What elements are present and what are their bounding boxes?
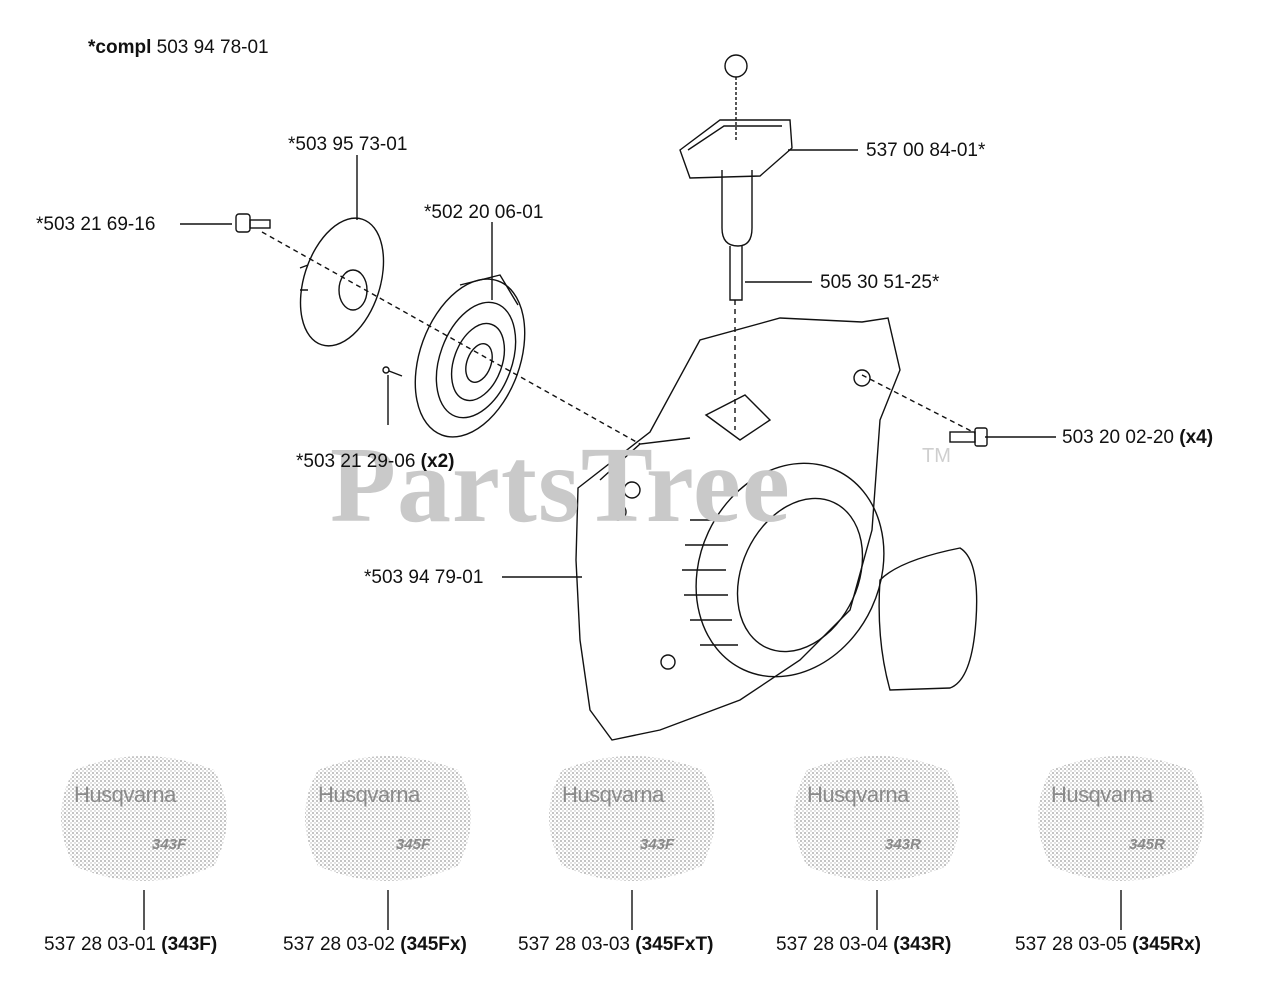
decal-label-1[interactable]: 537 28 03-01 (343F) [44,935,217,954]
part-number: 537 28 03-03 [518,934,630,955]
screw-part [235,213,271,233]
part-label-p2[interactable]: *503 21 69-16 [36,215,155,234]
part-label-p8[interactable]: *503 94 79-01 [364,568,483,587]
decal-label-2[interactable]: 537 28 03-02 (345Fx) [283,935,467,954]
decal-shape-5 [1038,756,1204,881]
decal-3: Husqvarna 343F [548,744,716,896]
part-label-p1[interactable]: *503 95 73-01 [288,135,407,154]
decal-label-4[interactable]: 537 28 03-04 (343R) [776,935,951,954]
watermark: PartsTree [330,426,791,545]
assembly-title-prefix: *compl [88,37,152,58]
decal-4: Husqvarna 343R [793,744,961,896]
part-number: *502 20 06-01 [424,202,544,223]
starter-housing-part [575,317,901,741]
decal-variant: (343F) [161,934,218,955]
decal-5: Husqvarna 345R [1037,744,1205,896]
husqvarna-logo: Husqvarna [807,782,909,807]
part-qty: (x4) [1179,427,1214,448]
decal-variant: (345FxT) [635,934,714,955]
assembly-title-number: 503 94 78-01 [156,37,269,58]
decal-model: 343R [885,836,921,853]
decal-model: 345R [1129,836,1165,853]
part-number: 537 28 03-05 [1015,934,1127,955]
spring-cassette-part [414,274,526,438]
part-number: *503 21 69-16 [36,214,156,235]
part-number: *503 21 29-06 [296,451,416,472]
assembly-title: *compl 503 94 78-01 [88,38,269,57]
pulley-part [299,217,385,347]
part-number: *503 94 79-01 [364,567,484,588]
part-label-p4[interactable]: 537 00 84-01* [866,141,985,160]
decal-2: Husqvarna 345F [304,744,472,896]
pin-part [382,366,403,377]
decal-variant: (345Rx) [1132,934,1201,955]
part-label-p6[interactable]: 503 20 02-20 (x4) [1062,428,1213,447]
watermark-tm: TM [922,445,951,467]
bolt-part [949,427,988,447]
part-number: 503 20 02-20 [1062,427,1174,448]
part-number: 505 30 51-25* [820,272,940,293]
decal-shape-4 [794,756,960,881]
part-label-p7[interactable]: *503 21 29-06 (x2) [296,452,454,471]
part-number: 537 28 03-04 [776,934,888,955]
decal-model: 345F [396,836,431,853]
part-label-p3[interactable]: *502 20 06-01 [424,203,543,222]
part-label-p5[interactable]: 505 30 51-25* [820,273,939,292]
decal-label-3[interactable]: 537 28 03-03 (345FxT) [518,935,713,954]
decal-label-5[interactable]: 537 28 03-05 (345Rx) [1015,935,1201,954]
handle-part [679,54,793,301]
decal-shape-3 [549,756,715,881]
part-number: 537 28 03-01 [44,934,156,955]
husqvarna-logo: Husqvarna [562,782,664,807]
decal-variant: (343R) [893,934,952,955]
part-number: 537 28 03-02 [283,934,395,955]
part-qty: (x2) [420,451,455,472]
decal-1: Husqvarna 343F [60,744,228,896]
decal-shape-2 [305,756,471,881]
husqvarna-logo: Husqvarna [1051,782,1153,807]
decal-variant: (345Fx) [400,934,467,955]
husqvarna-logo: Husqvarna [318,782,420,807]
husqvarna-logo: Husqvarna [74,782,176,807]
part-number: 537 00 84-01* [866,140,986,161]
part-number: *503 95 73-01 [288,134,408,155]
decal-shape-1 [61,756,227,881]
decal-model: 343F [640,836,675,853]
decal-model: 343F [152,836,187,853]
cover-plate-part [878,547,978,691]
